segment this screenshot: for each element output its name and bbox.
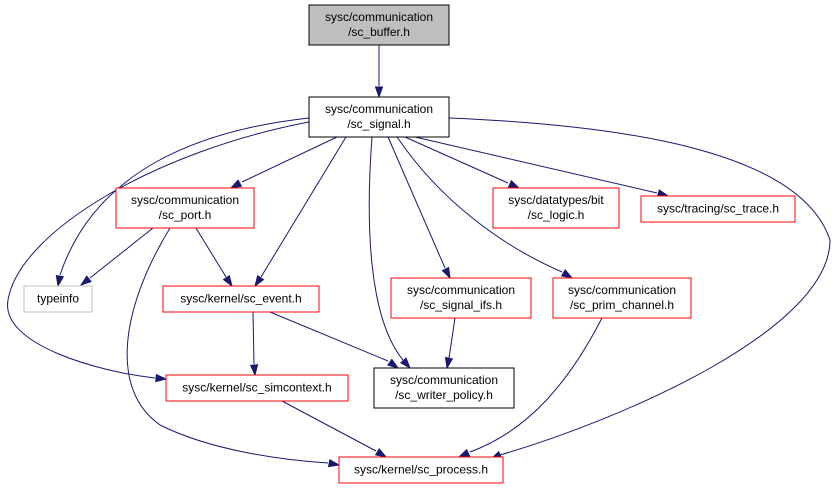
- node-label-line: sysc/communication: [325, 10, 433, 24]
- node-label-line: sysc/communication: [390, 373, 498, 387]
- node-label-line: /sc_prim_channel.h: [570, 298, 674, 312]
- node-label-line: typeinfo: [37, 292, 79, 306]
- edge-arrowhead: [229, 179, 243, 189]
- node-label-line: sysc/kernel/sc_simcontext.h: [182, 381, 331, 395]
- node-label-line: sysc/tracing/sc_trace.h: [657, 202, 779, 216]
- edge-sc_signal-to-sc_prim_channel: [396, 136, 574, 279]
- node-sc-prim-channel[interactable]: sysc/communication/sc_prim_channel.h: [552, 277, 692, 319]
- node-box[interactable]: [373, 367, 515, 409]
- node-sc-signal-ifs[interactable]: sysc/communication/sc_signal_ifs.h: [390, 277, 532, 319]
- edge-sc_signal_ifs-to-sc_writer_policy: [444, 317, 456, 370]
- edge-sc_signal-to-sc_simcontext: [7, 121, 310, 383]
- node-box[interactable]: [552, 277, 692, 319]
- edge-line: [7, 121, 310, 379]
- node-label-line: /sc_writer_policy.h: [395, 388, 493, 402]
- edge-arrowhead: [254, 274, 265, 288]
- edge-line: [396, 136, 563, 273]
- edge-arrowhead: [507, 179, 521, 189]
- edge-line: [252, 311, 255, 365]
- edge-line: [195, 227, 227, 278]
- edge-line: [241, 136, 338, 183]
- edge-arrowhead: [386, 358, 400, 369]
- edge-sc_event-to-sc_writer_policy: [269, 311, 400, 369]
- edge-arrowhead: [457, 448, 471, 458]
- edge-arrowhead: [327, 458, 341, 468]
- edge-arrowhead: [55, 274, 65, 288]
- node-sc-port[interactable]: sysc/communication/sc_port.h: [115, 187, 255, 229]
- edge-sc_buffer-to-sc_signal: [374, 45, 384, 99]
- node-sc-simcontext[interactable]: sysc/kernel/sc_simcontext.h: [165, 374, 349, 402]
- edge-line: [448, 317, 456, 359]
- edge-sc_signal-to-typeinfo: [55, 117, 310, 288]
- edge-sc_signal-to-sc_writer_policy: [368, 136, 411, 370]
- edge-arrowhead: [399, 357, 411, 370]
- node-label-line: /sc_signal.h: [347, 117, 410, 131]
- node-sc-event[interactable]: sysc/kernel/sc_event.h: [162, 285, 320, 313]
- edge-sc_simcontext-to-sc_process: [281, 400, 388, 458]
- node-typeinfo[interactable]: typeinfo: [23, 285, 93, 313]
- node-box[interactable]: [23, 285, 93, 313]
- node-sc-process[interactable]: sysc/kernel/sc_process.h: [338, 456, 504, 484]
- node-label-line: sysc/kernel/sc_process.h: [354, 463, 488, 477]
- node-label-line: /sc_port.h: [159, 208, 212, 222]
- edge-arrowhead: [374, 447, 388, 458]
- node-box[interactable]: [390, 277, 532, 319]
- edge-arrowhead: [155, 373, 168, 383]
- edges-layer: [7, 45, 831, 468]
- node-box[interactable]: [492, 187, 620, 229]
- edge-arrowhead: [222, 274, 233, 288]
- edge-sc_signal-to-sc_signal_ifs: [387, 136, 451, 280]
- node-box[interactable]: [115, 187, 255, 229]
- node-label-line: /sc_logic.h: [528, 208, 585, 222]
- node-sc-writer-policy[interactable]: sysc/communication/sc_writer_policy.h: [373, 367, 515, 409]
- edge-line: [269, 311, 389, 362]
- node-label-line: sysc/communication: [568, 283, 676, 297]
- edge-sc_event-to-sc_simcontext: [249, 311, 259, 377]
- edge-line: [469, 317, 603, 453]
- edge-arrowhead: [79, 275, 92, 286]
- node-box[interactable]: [162, 285, 320, 313]
- node-sc-buffer[interactable]: sysc/communication/sc_buffer.h: [308, 4, 450, 46]
- node-box[interactable]: [308, 4, 450, 46]
- node-label-line: /sc_signal_ifs.h: [420, 298, 502, 312]
- node-box[interactable]: [640, 195, 796, 223]
- edge-line: [59, 117, 310, 276]
- edge-arrowhead: [441, 266, 451, 280]
- node-sc-signal[interactable]: sysc/communication/sc_signal.h: [308, 96, 450, 138]
- node-label-line: sysc/communication: [131, 193, 239, 207]
- node-label-line: sysc/communication: [325, 102, 433, 116]
- node-sc-trace[interactable]: sysc/tracing/sc_trace.h: [640, 195, 796, 223]
- edge-arrowhead: [444, 356, 454, 370]
- nodes-layer: sysc/communication/sc_buffer.hsysc/commu…: [23, 4, 796, 484]
- edge-sc_signal-to-sc_event: [254, 136, 347, 288]
- edge-line: [404, 136, 509, 184]
- edge-arrowhead: [374, 86, 384, 99]
- edge-line: [368, 136, 404, 361]
- edge-sc_port-to-sc_event: [195, 227, 233, 288]
- edge-sc_signal-to-sc_logic: [404, 136, 521, 189]
- node-label-line: /sc_buffer.h: [348, 25, 410, 39]
- node-label-line: sysc/kernel/sc_event.h: [180, 292, 301, 306]
- edge-line: [89, 227, 154, 279]
- node-label-line: sysc/datatypes/bit: [508, 193, 604, 207]
- edge-line: [260, 136, 347, 278]
- edge-line: [387, 136, 446, 269]
- edge-arrowhead: [249, 364, 259, 377]
- edge-line: [414, 136, 658, 194]
- node-sc-logic[interactable]: sysc/datatypes/bit/sc_logic.h: [492, 187, 620, 229]
- edge-arrowhead: [560, 268, 574, 279]
- edge-sc_port-to-sc_process: [126, 227, 341, 468]
- node-box[interactable]: [338, 456, 504, 484]
- edge-sc_signal-to-sc_port: [229, 136, 338, 189]
- edge-line: [281, 400, 377, 452]
- node-label-line: sysc/communication: [407, 283, 515, 297]
- node-box[interactable]: [165, 374, 349, 402]
- node-box[interactable]: [308, 96, 450, 138]
- edge-line: [448, 117, 831, 456]
- edge-sc_port-to-typeinfo: [79, 227, 154, 286]
- edge-line: [126, 227, 329, 464]
